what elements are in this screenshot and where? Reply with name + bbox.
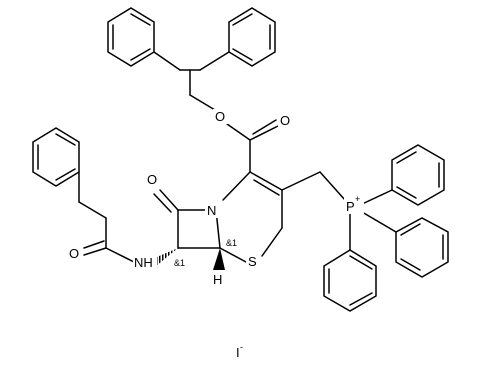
- iodide-counterion-label: I: [236, 345, 240, 360]
- phosphonium-label: P: [346, 199, 355, 214]
- p-phenyl-ring-lower: [323, 211, 377, 312]
- amide-oxygen-label: O: [69, 246, 79, 261]
- p-phenyl-ring-upper-right: [359, 144, 445, 206]
- ester-linkage-bonds: [153, 51, 279, 173]
- methylene-bond-2: [319, 171, 346, 201]
- benzhydryl-phenyl-ring-right: [228, 7, 276, 67]
- benzhydryl-phenyl-ring-left: [107, 7, 155, 67]
- ester-oxygen-label: O: [215, 109, 225, 124]
- lactam-nitrogen-label: N: [207, 203, 216, 218]
- sulfur-label: S: [248, 254, 257, 269]
- methylene-bond-1: [281, 171, 321, 191]
- ester-carbonyl-oxygen-label: O: [280, 113, 290, 128]
- phosphonium-charge: +: [355, 194, 360, 204]
- dihydrothiazine-ring: [215, 171, 283, 263]
- amide-nh-label: NH: [134, 255, 153, 270]
- stereo-label-c7: &1: [174, 258, 185, 268]
- p-phenyl-ring-right: [361, 211, 449, 278]
- stereo-label-c6: &1: [226, 238, 237, 248]
- iodide-charge: -: [240, 342, 243, 352]
- amide-nh-hashed-wedge: [152, 248, 178, 266]
- bridgehead-h-wedge: [213, 248, 225, 270]
- bridgehead-h-label: H: [213, 272, 222, 287]
- beta-lactam-ring: [153, 189, 221, 249]
- phenylacetamide-side-chain: [78, 201, 178, 266]
- phenylacetyl-phenyl-ring: [32, 127, 80, 203]
- lactam-oxygen-label: O: [147, 172, 157, 187]
